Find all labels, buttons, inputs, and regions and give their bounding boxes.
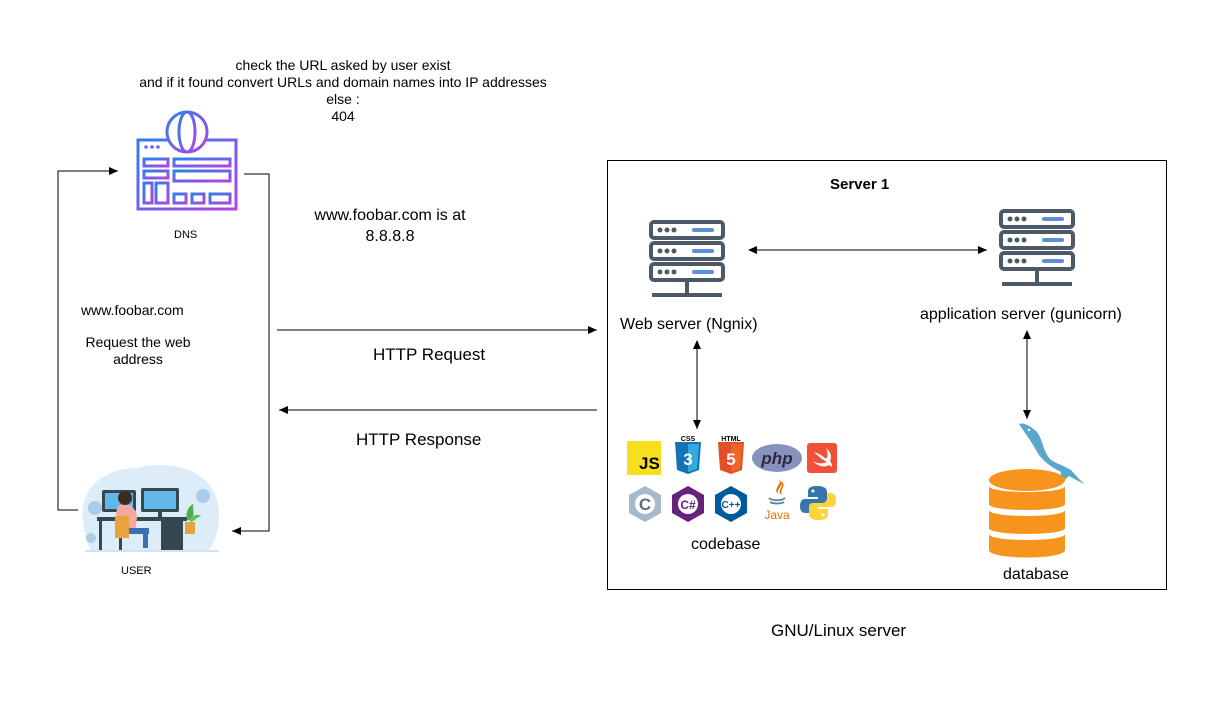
http-request-label: HTTP Request — [373, 345, 486, 364]
server-caption: GNU/Linux server — [771, 621, 907, 640]
user-request-line: address — [113, 351, 163, 367]
dns-answer-line: www.foobar.com is at — [314, 207, 466, 224]
user-domain: www.foobar.com — [81, 302, 184, 318]
dns-note-line: and if it found convert URLs and domain … — [139, 74, 547, 90]
app-server-icon — [999, 209, 1075, 286]
csharp-icon: C# — [672, 486, 704, 522]
server-title: Server 1 — [830, 176, 890, 193]
codebase-label: codebase — [691, 536, 761, 553]
user-request-line: Request the web — [85, 334, 191, 350]
dns-answer: www.foobar.com is at 8.8.8.8 — [300, 205, 480, 247]
dns-label: DNS — [174, 229, 198, 241]
dns-answer-line: 8.8.8.8 — [365, 228, 415, 245]
css-logo-text: CSS — [681, 436, 696, 443]
server-box — [607, 160, 1167, 590]
user-request-text: Request the web address — [78, 334, 198, 368]
http-response-label: HTTP Response — [356, 430, 482, 449]
user-label: USER — [121, 565, 152, 577]
c-logo-text: C — [639, 495, 651, 514]
c-language-icon: C — [629, 486, 661, 522]
csharp-logo-text: C# — [680, 498, 696, 512]
python-icon — [800, 486, 836, 520]
dns-icon — [136, 110, 238, 211]
javascript-icon: JS — [627, 441, 661, 475]
mysql-dolphin-icon — [1019, 423, 1085, 484]
dns-note-line: 404 — [331, 108, 355, 124]
css3-icon: CSS 3 — [675, 436, 701, 474]
database-icon — [989, 469, 1065, 558]
java-logo-text: Java — [764, 508, 790, 522]
cpp-icon: C++ — [715, 486, 747, 522]
js-logo-text: JS — [639, 454, 660, 473]
cpp-logo-text: C++ — [722, 500, 741, 511]
dns-to-user-arrow — [232, 173, 270, 535]
user-to-dns-arrow — [57, 167, 118, 511]
dns-note-line: else : — [326, 91, 360, 107]
swift-icon — [807, 443, 837, 473]
database-label: database — [1003, 566, 1069, 583]
dns-note: check the URL asked by user exist and if… — [118, 57, 568, 125]
css-logo-number: 3 — [683, 450, 692, 469]
html-logo-number: 5 — [726, 450, 735, 469]
html-logo-text: HTML — [721, 436, 741, 443]
web-server-label: Web server (Ngnix) — [620, 316, 758, 333]
dns-note-line: check the URL asked by user exist — [235, 57, 451, 73]
web-server-icon — [649, 220, 725, 297]
user-illustration — [82, 464, 220, 552]
php-icon: php — [752, 444, 802, 472]
java-icon: Java — [764, 478, 790, 522]
app-server-label: application server (gunicorn) — [920, 306, 1122, 323]
html5-icon: HTML 5 — [718, 436, 744, 474]
php-logo-text: php — [760, 449, 792, 468]
